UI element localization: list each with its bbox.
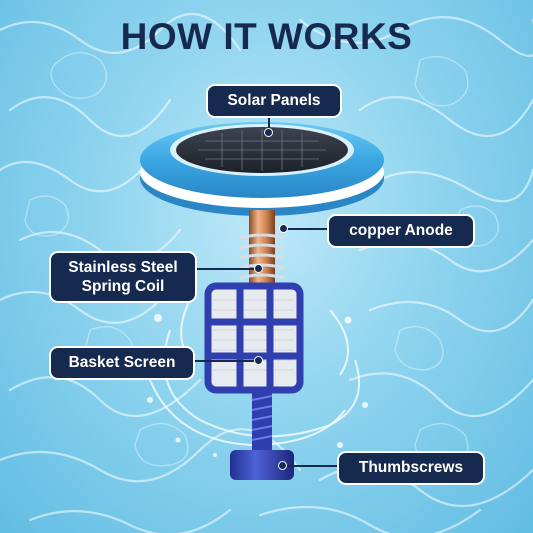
callout-basket-screen: Basket Screen (49, 346, 195, 380)
spring-coil-label-line2: Spring Coil (81, 278, 165, 295)
callout-spring-coil: Stainless Steel Spring Coil (49, 251, 197, 303)
thumbscrews-leader (282, 465, 338, 467)
solar-panels-leader (268, 111, 270, 133)
basket-screen (204, 282, 304, 394)
spring-coil-leader (196, 268, 258, 270)
thumbscrew (230, 392, 294, 480)
copper-anode-leader (282, 228, 330, 230)
callout-thumbscrews: Thumbscrews (337, 451, 485, 485)
page-title: HOW IT WORKS (120, 16, 413, 57)
copper-anode (249, 210, 275, 290)
solar-panel-grid (198, 129, 326, 171)
solar-panels-marker (264, 128, 273, 137)
basket-screen-marker (254, 356, 263, 365)
copper-anode-marker (279, 224, 288, 233)
spring-coil-label-line1: Stainless Steel (68, 259, 178, 276)
callout-copper-anode: copper Anode (327, 214, 475, 248)
spring-coil-marker (254, 264, 263, 273)
basket-screen-leader (194, 360, 258, 362)
thumbscrews-marker (278, 461, 287, 470)
callout-solar-panels: Solar Panels (206, 84, 342, 118)
